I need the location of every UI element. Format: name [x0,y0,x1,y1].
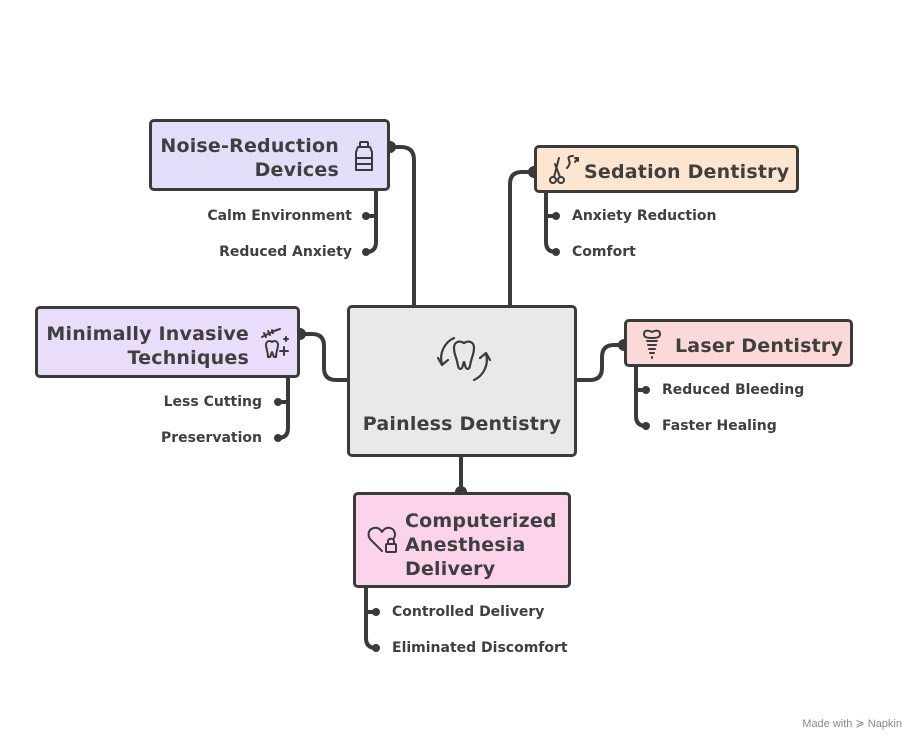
node-laser-dentistry: Laser Dentistry [624,319,853,367]
sedation-item-2: Comfort [572,244,636,260]
heart-lock-icon [367,526,397,553]
minimal-item-1: Less Cutting [163,394,262,410]
connector-sedation-leaves [544,188,558,254]
noise-title-line2: Devices [254,159,339,181]
laser-item-1: Reduced Bleeding [662,382,805,398]
minimal-title-line1: Minimally Invasive [46,323,249,345]
connector-laser-leaves [634,364,648,428]
mouthwash-bottle-icon [355,141,373,171]
center-node: Painless Dentistry [347,305,577,457]
computerized-item-2: Eliminated Discomfort [392,640,568,656]
tooth-cycle-icon [436,336,492,382]
connector-computerized-leaves [364,584,378,650]
connector-laser [574,343,626,382]
noise-item-2: Reduced Anxiety [219,244,352,260]
center-title: Painless Dentistry [362,413,562,435]
made-with-napkin-footer[interactable]: Made with ≽ Napkin [802,718,902,730]
connector-noise-leaves [364,188,378,254]
computerized-item-1: Controlled Delivery [392,604,545,620]
node-noise-reduction-devices: Noise-Reduction Devices [149,119,390,191]
connector-noise [388,145,416,307]
laser-title: Laser Dentistry [675,335,844,357]
sedation-title: Sedation Dentistry [584,161,790,183]
noise-item-1: Calm Environment [207,208,352,224]
minimal-item-2: Preservation [160,430,262,446]
minimal-title-line2: Techniques [127,347,249,369]
node-sedation-dentistry: Sedation Dentistry [534,145,799,193]
sedation-item-1: Anxiety Reduction [572,208,717,224]
node-computerized-anesthesia-delivery: Computerized Anesthesia Delivery [353,492,571,588]
node-minimally-invasive-techniques: Minimally Invasive Techniques [35,306,300,378]
computerized-title-line2: Anesthesia [405,534,526,556]
dental-implant-icon [643,329,661,359]
computerized-title-line1: Computerized [405,510,557,532]
dental-tools-icon [549,155,579,184]
connector-minimal [298,332,350,382]
computerized-title-line3: Delivery [405,558,496,580]
tooth-brush-sparkle-icon [261,328,289,358]
connector-minimal-leaves [276,376,290,440]
noise-title-line1: Noise-Reduction [160,135,339,157]
laser-item-2: Faster Healing [662,418,777,434]
connector-sedation [508,170,536,307]
